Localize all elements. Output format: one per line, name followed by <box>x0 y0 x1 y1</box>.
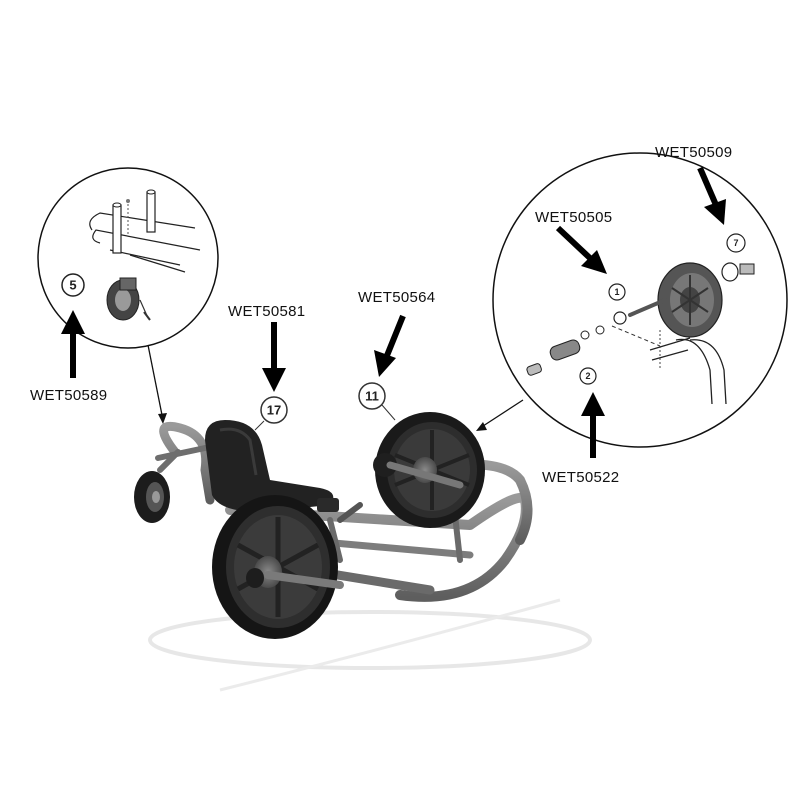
callout-17-leader <box>254 420 265 431</box>
callout-5-label: 5 <box>69 278 76 293</box>
callout-11-leader <box>381 404 396 421</box>
leader-axle <box>479 399 524 429</box>
part-label-axle: WET50522 <box>542 469 619 486</box>
arrow-axle <box>581 392 605 458</box>
callout-17-label: 17 <box>267 403 281 418</box>
caster-wheel <box>134 449 181 523</box>
callout-5 <box>61 273 85 297</box>
callout-7-label: 7 <box>733 238 738 248</box>
callout-2 <box>579 367 597 385</box>
part-label-wheel-cap: WET50509 <box>655 144 732 161</box>
rear-frame-loop <box>159 422 215 505</box>
rear-frame-bar <box>155 445 208 461</box>
steering-post <box>337 502 363 523</box>
callout-17 <box>260 396 288 424</box>
part-label-axle-bush: WET50505 <box>535 209 612 226</box>
front-wheel-left <box>212 495 344 639</box>
arrow-seat <box>262 322 286 392</box>
detail-circle-axle: 1 2 7 <box>492 152 788 448</box>
leader-caster <box>147 344 164 421</box>
part-label-wheel: WET50564 <box>358 289 435 306</box>
callout-7 <box>726 233 746 253</box>
seat <box>205 420 339 512</box>
frame-cross-2 <box>452 512 463 563</box>
arrow-axle-bush <box>555 225 607 274</box>
callout-1 <box>608 283 626 301</box>
leader-caster-arrowhead <box>158 413 167 424</box>
arrow-caster <box>61 310 85 378</box>
callout-2-label: 2 <box>585 371 590 381</box>
part-label-caster: WET50589 <box>30 387 107 404</box>
arrow-wheel-cap <box>697 166 726 225</box>
part-label-seat: WET50581 <box>228 303 305 320</box>
callout-11-label: 11 <box>365 389 379 404</box>
ground-shadow <box>148 598 592 692</box>
leader-axle-arrowhead <box>476 422 487 431</box>
front-wheel-right <box>373 412 485 528</box>
go-kart <box>134 412 533 639</box>
arrow-wheel <box>374 314 406 377</box>
callout-1-label: 1 <box>614 287 619 297</box>
frame-cross-1 <box>327 517 343 563</box>
callout-11 <box>358 382 386 410</box>
detail-circle-caster: 5 <box>37 167 219 349</box>
